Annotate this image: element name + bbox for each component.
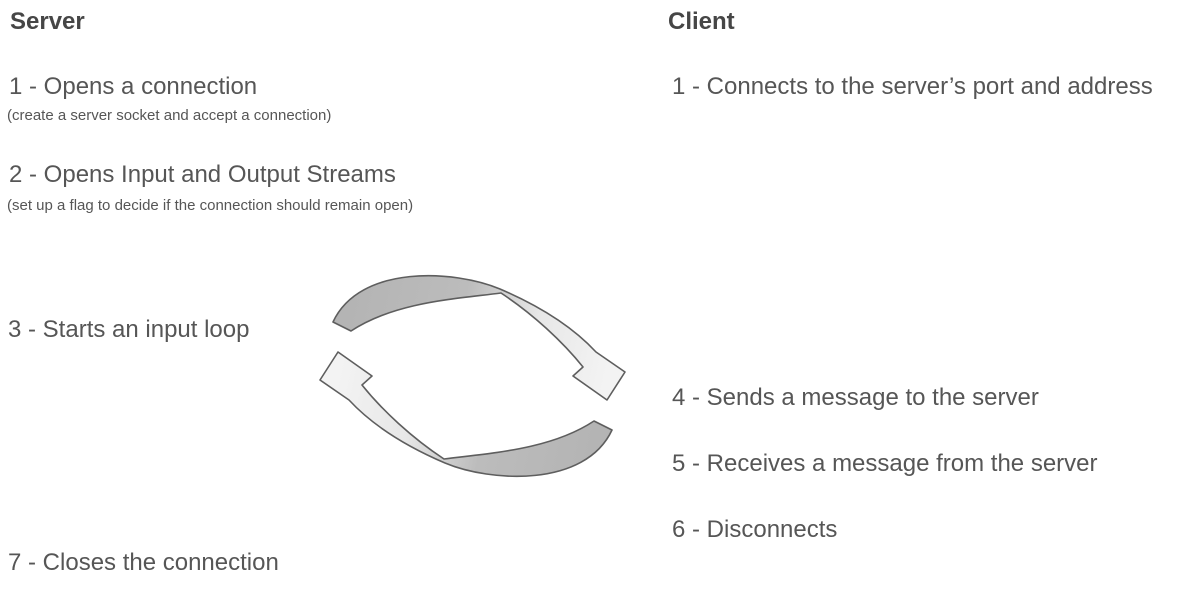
message-exchange-cycle-icon <box>319 274 626 478</box>
client-step-5-label: 5 - Receives a message from the server <box>672 450 1098 477</box>
cycle-arrow-bottom-icon <box>319 351 613 478</box>
server-step-2-label: 2 - Opens Input and Output Streams <box>9 161 396 188</box>
client-step-6-label: 6 - Disconnects <box>672 516 838 543</box>
server-step-7-label: 7 - Closes the connection <box>8 549 279 576</box>
server-step-3-label: 3 - Starts an input loop <box>8 316 250 343</box>
server-column-title: Server <box>10 8 85 35</box>
client-column-title: Client <box>668 8 735 35</box>
cycle-arrow-top-icon <box>332 274 626 401</box>
server-step-1-note: (create a server socket and accept a con… <box>7 107 332 124</box>
client-step-4-label: 4 - Sends a message to the server <box>672 384 1039 411</box>
client-step-1-label: 1 - Connects to the server’s port and ad… <box>672 73 1153 100</box>
server-step-1-label: 1 - Opens a connection <box>9 73 258 100</box>
server-step-2-note: (set up a flag to decide if the connecti… <box>7 197 414 214</box>
